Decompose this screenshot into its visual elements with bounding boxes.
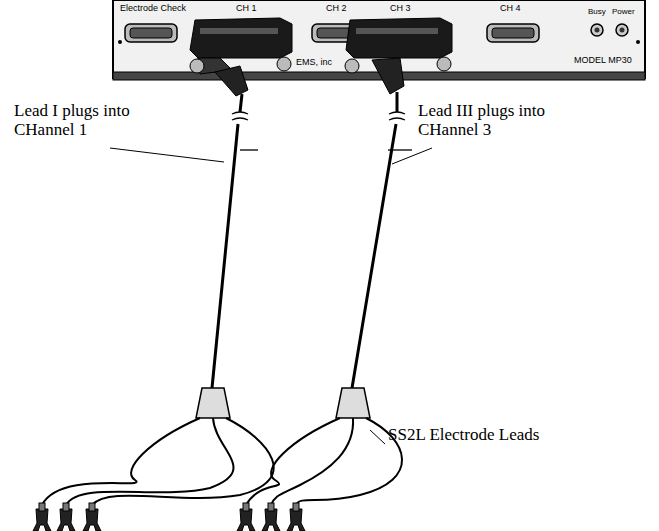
indicator-label: Power: [612, 8, 635, 17]
channel-label: CH 3: [390, 4, 411, 14]
port-label: Electrode Check: [120, 4, 186, 14]
indicator-label: Busy: [588, 8, 606, 17]
channel-label: CH 2: [326, 4, 347, 14]
callout-label: Lead I plugs into CHannel 1: [14, 102, 164, 139]
channel-label: CH 4: [500, 4, 521, 14]
model-label: MODEL MP30: [574, 56, 632, 66]
channel-label: CH 1: [236, 4, 257, 14]
maker-label: EMS, inc: [296, 58, 332, 68]
callout-label: Lead III plugs into CHannel 3: [418, 102, 583, 139]
callout-label: SS2L Electrode Leads: [388, 426, 539, 445]
